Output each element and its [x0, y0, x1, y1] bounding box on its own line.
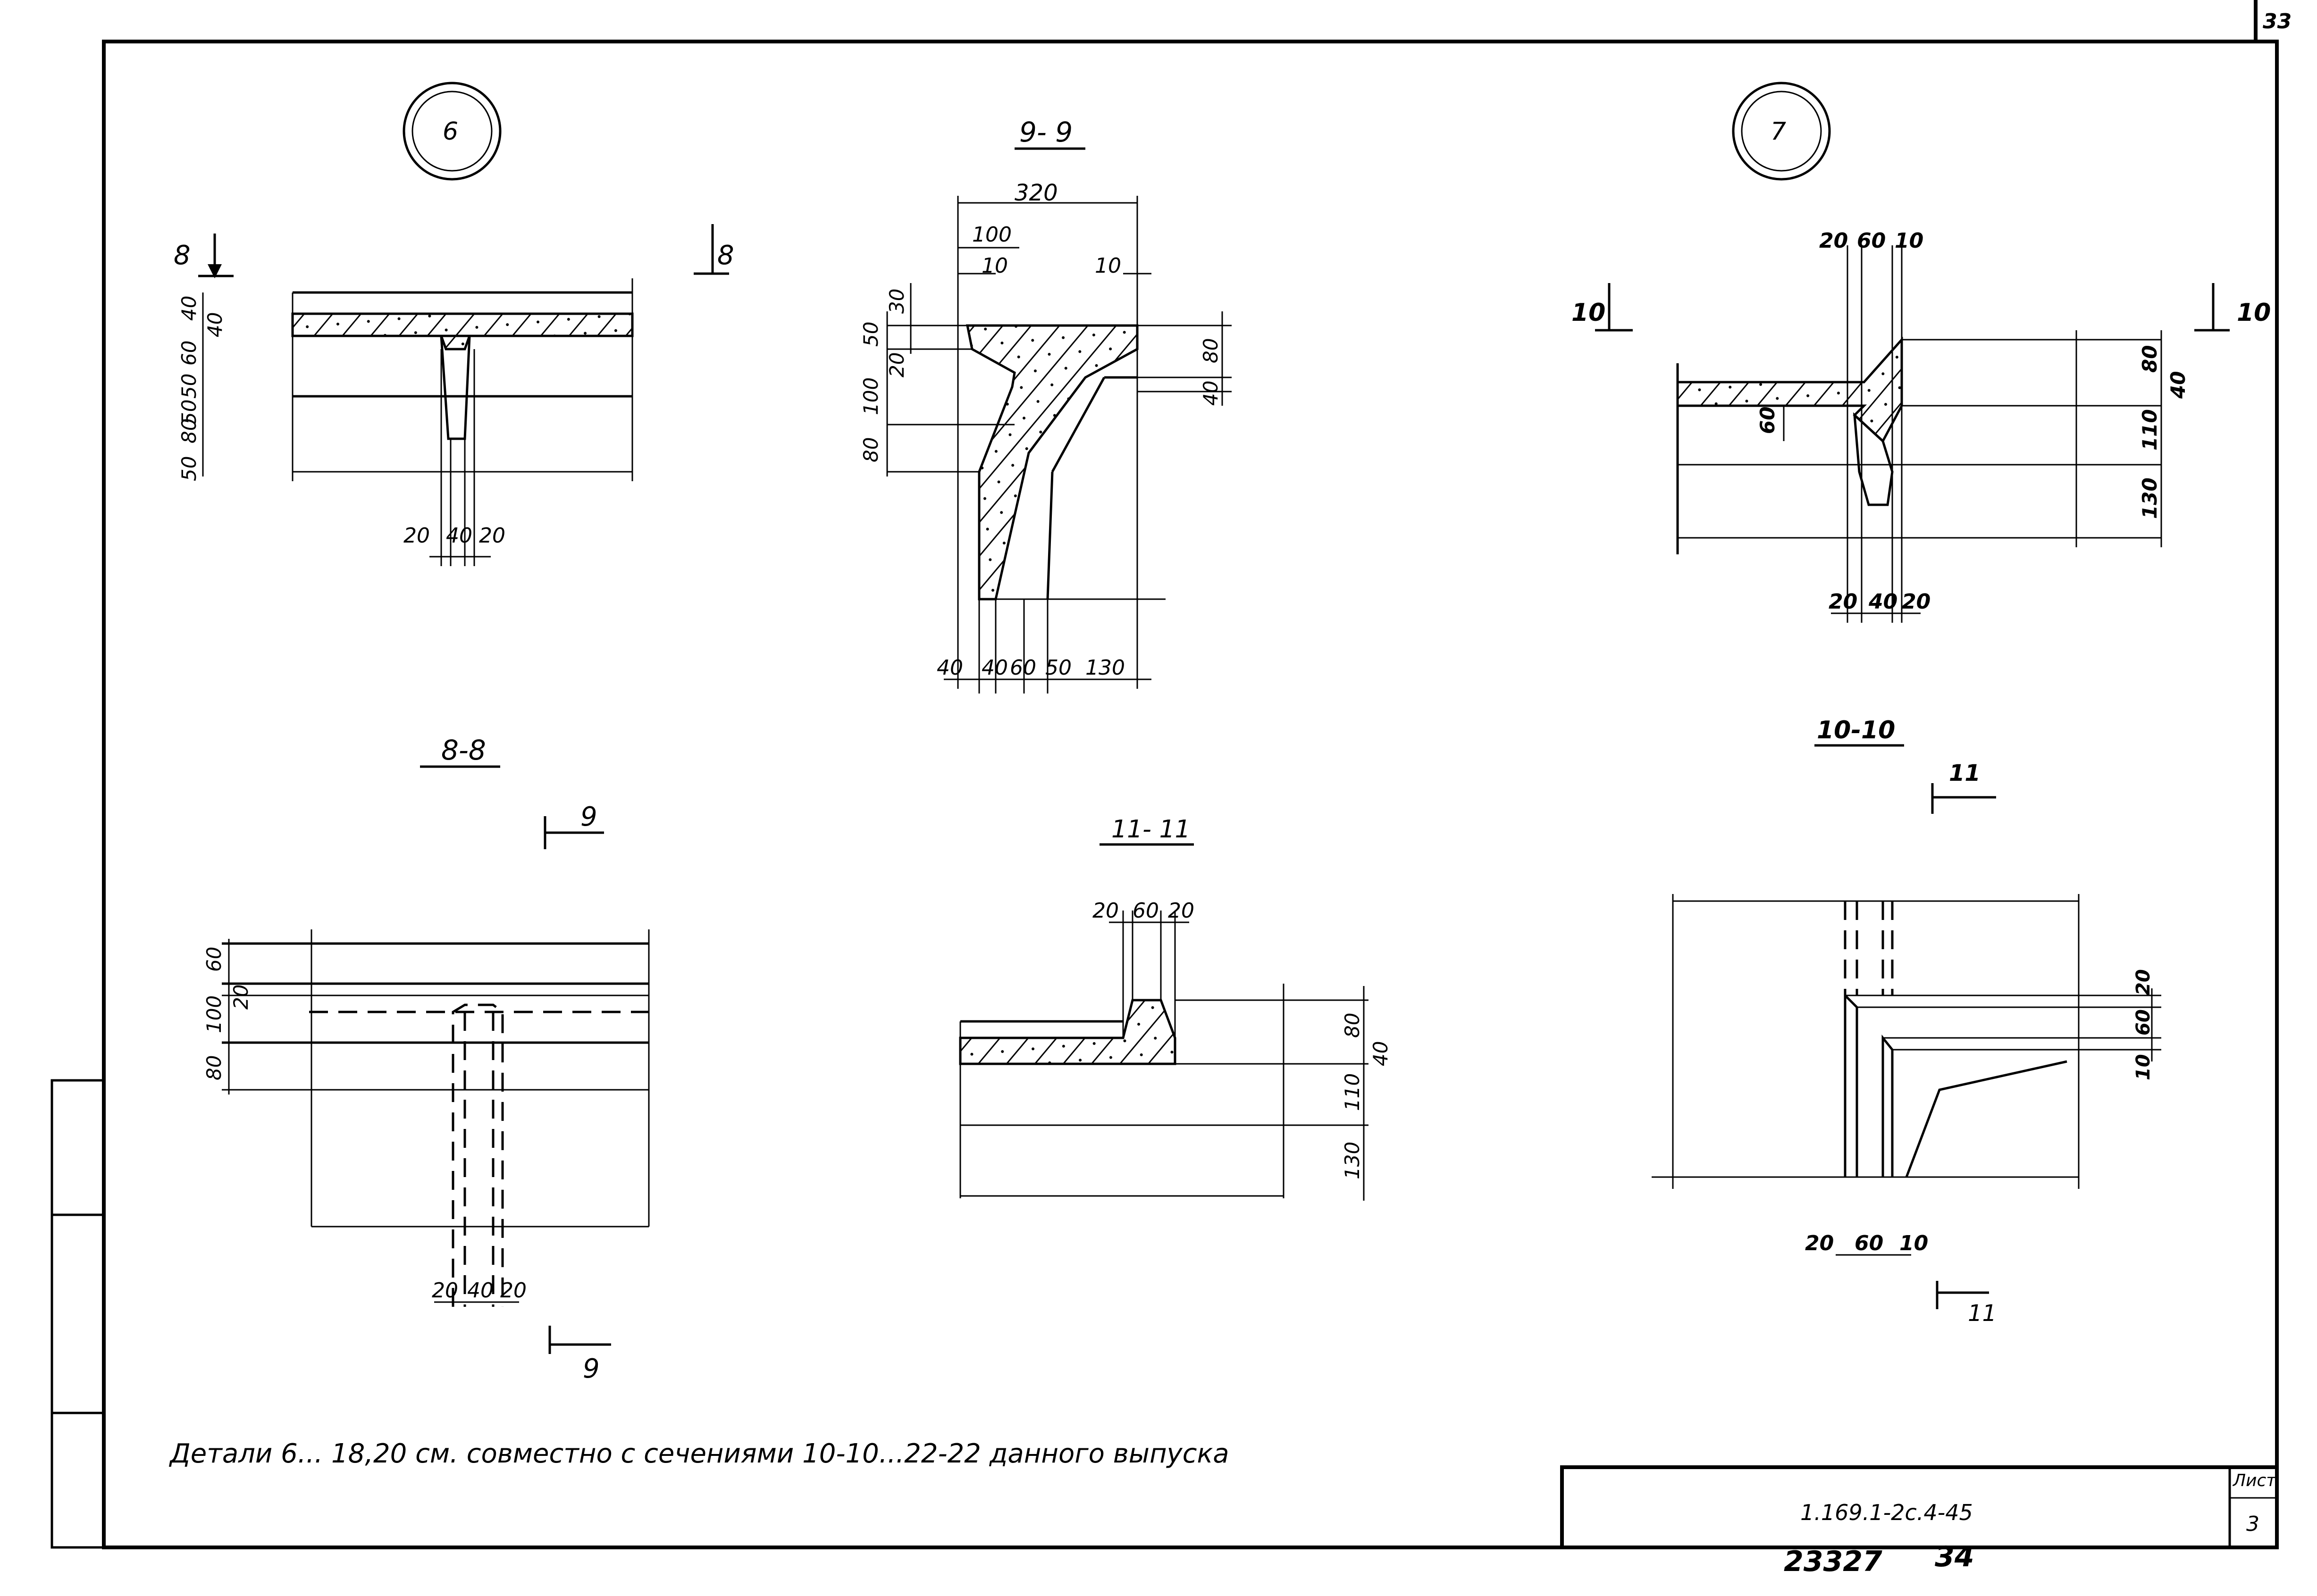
detail-6-dim-left-5: 80	[177, 418, 201, 443]
section-10-10-dim-right-2: 10	[2132, 1054, 2154, 1080]
detail-7: 7 10 10 20 60 10 60 80 40 110 130 20 40 …	[1571, 82, 2271, 623]
title-block: 1.169.1-2с.4-45 Лист 3 23327 34	[1560, 1465, 2279, 1578]
section-10-10-dim-right-1: 60	[2132, 1009, 2154, 1036]
section-11-11-dim-top-1: 60	[1133, 899, 1159, 923]
detail-7-cut-left: 10	[1571, 299, 1605, 327]
detail-6-dim-left-0: 40	[177, 296, 201, 321]
section-9-9-dim-top-2: 10	[982, 254, 1008, 278]
sheet-frame	[50, 0, 2279, 1549]
drawing-code: 1.169.1-2с.4-45	[1800, 1500, 1973, 1525]
section-9-9-dim-left-2: 20	[885, 352, 908, 377]
section-9-9-title: 9- 9	[1019, 116, 1073, 148]
section-11-11-dim-right-1: 40	[1369, 1041, 1392, 1066]
section-9-9-dim-top-3: 10	[1095, 254, 1121, 278]
section-8-8: 8-8 9 9 20 40 20 60 20 100 80	[202, 734, 650, 1384]
sheet-number: 3	[2246, 1512, 2259, 1536]
section-11-11-dim-top-0: 20	[1092, 899, 1119, 923]
section-8-8-dim-bottom-2: 20	[500, 1278, 527, 1303]
section-9-9-dim-bottom-4: 130	[1085, 656, 1125, 680]
section-10-10-dim-bottom-0: 20	[1805, 1231, 1834, 1255]
section-9-9-dim-top-1: 100	[972, 223, 1012, 247]
section-9-9: 9- 9 320 100 10 10 50 30 20 100 80 80 40	[859, 116, 1232, 694]
sheet-label: Лист	[2232, 1471, 2276, 1490]
detail-6: 6 8 8 20 40 20 40 40 60 50 50 80 50	[174, 82, 734, 566]
general-note: Детали 6... 18,20 см. совместно с сечени…	[168, 1438, 1229, 1469]
section-10-10-dim-right-0: 20	[2132, 969, 2154, 995]
detail-6-dim-left-3: 50	[177, 374, 201, 399]
section-10-10: 10-10 11 11 20 60 10 20 60 10	[1652, 716, 2161, 1327]
section-8-8-dim-left-1: 20	[229, 985, 252, 1010]
section-9-9-dim-left-3: 100	[859, 377, 882, 415]
detail-7-dim-inner: 60	[1756, 407, 1779, 434]
detail-7-mark: 7	[1771, 117, 1786, 146]
section-11-11: 11- 11 20 60 20 80 40 110 130	[959, 815, 1392, 1201]
section-8-8-dim-bottom-0: 20	[432, 1278, 458, 1303]
section-10-10-cut-bottom: 11	[1968, 1300, 1997, 1327]
detail-6-dim-bottom-0: 20	[403, 524, 430, 548]
section-11-11-title: 11- 11	[1111, 815, 1191, 844]
archive-page: 34	[1935, 1540, 1974, 1573]
archive-number: 23327	[1784, 1545, 1882, 1578]
detail-7-dim-right-0: 80	[2138, 345, 2161, 373]
detail-7-dim-right-1: 40	[2166, 371, 2190, 399]
section-9-9-dim-left-1: 30	[885, 289, 908, 314]
detail-7-dim-bottom-0: 20	[1829, 590, 1857, 614]
section-9-9-dim-top-0: 320	[1015, 180, 1058, 206]
section-11-11-dim-right-3: 130	[1341, 1142, 1364, 1179]
section-11-11-dim-top-2: 20	[1168, 899, 1194, 923]
section-9-9-dim-right-1: 40	[1199, 381, 1222, 406]
section-9-9-dim-bottom-0: 40	[937, 656, 963, 680]
section-9-9-dim-bottom-3: 50	[1045, 656, 1072, 680]
detail-6-dim-left-4: 50	[177, 400, 201, 425]
detail-7-dim-top-2: 10	[1895, 229, 1923, 253]
section-8-8-dim-left-2: 100	[202, 995, 226, 1033]
section-10-10-dim-bottom-1: 60	[1855, 1231, 1883, 1255]
detail-6-cut-right: 8	[717, 240, 734, 271]
section-8-8-dim-left-0: 60	[202, 947, 226, 972]
section-8-8-cut-top: 9	[580, 802, 597, 832]
section-9-9-dim-left-0: 50	[859, 322, 882, 347]
detail-6-dim-bottom-1: 40	[446, 524, 472, 548]
detail-7-dim-right-2: 110	[2138, 409, 2161, 451]
section-11-11-dim-right-2: 110	[1341, 1073, 1364, 1111]
detail-7-cut-right: 10	[2237, 299, 2271, 327]
section-10-10-title: 10-10	[1817, 716, 1895, 744]
detail-7-dim-top-0: 20	[1819, 229, 1848, 253]
section-9-9-dim-right-0: 80	[1199, 338, 1222, 363]
section-9-9-dim-bottom-1: 40	[982, 656, 1008, 680]
section-10-10-cut-top: 11	[1949, 760, 1981, 786]
section-11-11-dim-right-0: 80	[1341, 1013, 1364, 1038]
section-9-9-dim-left-4: 80	[859, 437, 882, 462]
page-corner-number: 33	[2263, 9, 2292, 33]
section-9-9-dim-bottom-2: 60	[1010, 656, 1036, 680]
left-side-stamp	[50, 1079, 105, 1549]
detail-6-dim-bottom-2: 20	[479, 524, 505, 548]
section-8-8-dim-bottom-1: 40	[467, 1278, 494, 1303]
detail-6-dim-left-1: 40	[203, 312, 227, 337]
section-8-8-dim-left-3: 80	[202, 1055, 226, 1080]
detail-7-dim-right-3: 130	[2138, 477, 2161, 519]
section-8-8-cut-bottom: 9	[583, 1354, 600, 1384]
section-8-8-title: 8-8	[441, 734, 486, 766]
detail-6-dim-left-2: 60	[177, 341, 201, 366]
detail-6-cut-left: 8	[174, 240, 191, 271]
detail-7-dim-bottom-1: 40	[1868, 590, 1897, 614]
detail-6-dim-left-6: 50	[177, 456, 201, 481]
section-10-10-dim-bottom-2: 10	[1899, 1231, 1928, 1255]
detail-7-dim-top-1: 60	[1857, 229, 1886, 253]
detail-6-mark: 6	[443, 117, 458, 146]
detail-7-dim-bottom-2: 20	[1902, 590, 1931, 614]
